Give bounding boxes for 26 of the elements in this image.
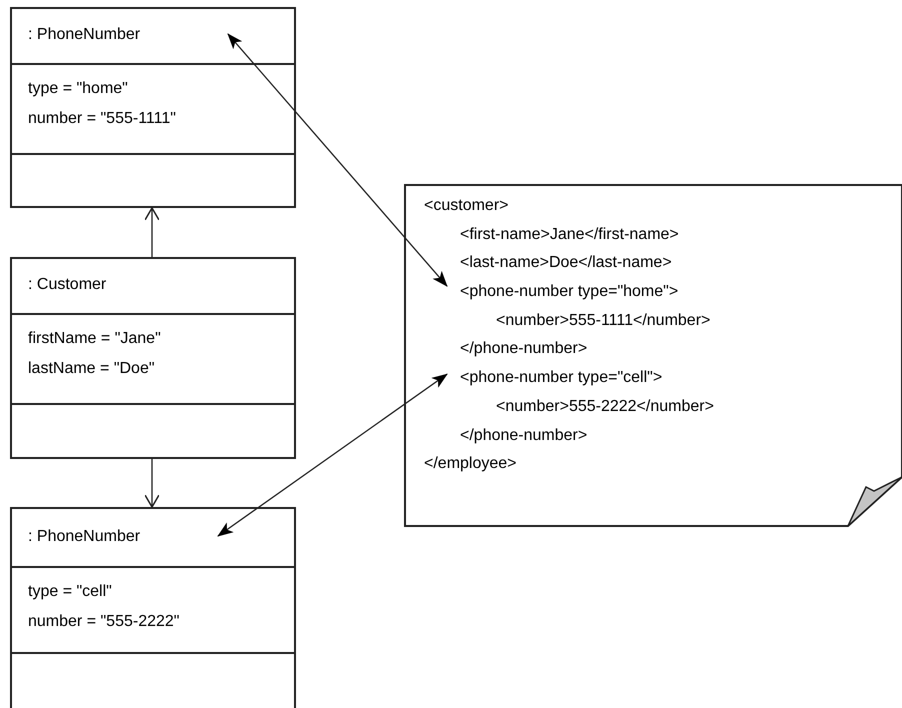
xml-line: </phone-number>: [460, 426, 588, 446]
xml-line: <last-name>Doe</last-name>: [460, 253, 672, 274]
xml-line: <number>555-2222</number>: [496, 396, 714, 417]
object-name: : PhoneNumber: [28, 526, 140, 546]
arrow: [227, 33, 448, 287]
attribute-text: firstName = "Jane": [28, 329, 161, 349]
object-name: : PhoneNumber: [28, 25, 140, 45]
object-box: [10, 7, 296, 208]
arrow: [144, 207, 160, 257]
xml-line: </employee>: [424, 454, 517, 474]
xml-line: <number>555-1111</number>: [496, 310, 710, 331]
xml-line: <phone-number type="home">: [460, 282, 678, 302]
object-box: [10, 257, 296, 459]
xml-line: <customer>: [424, 196, 508, 216]
attribute-text: type = "cell": [28, 582, 112, 602]
attribute-text: number = "555-1111": [28, 109, 176, 129]
attribute-text: lastName = "Doe": [28, 359, 155, 379]
object-name: : Customer: [28, 275, 106, 295]
attribute-text: type = "home": [28, 79, 128, 99]
xml-line: <phone-number type="cell">: [460, 368, 662, 388]
arrow: [144, 459, 160, 508]
arrow: [217, 374, 448, 537]
xml-line: </phone-number>: [460, 339, 588, 360]
xml-line: <first-name>Jane</first-name>: [460, 224, 679, 245]
object-box: [10, 507, 296, 708]
attribute-text: number = "555-2222": [28, 612, 180, 632]
